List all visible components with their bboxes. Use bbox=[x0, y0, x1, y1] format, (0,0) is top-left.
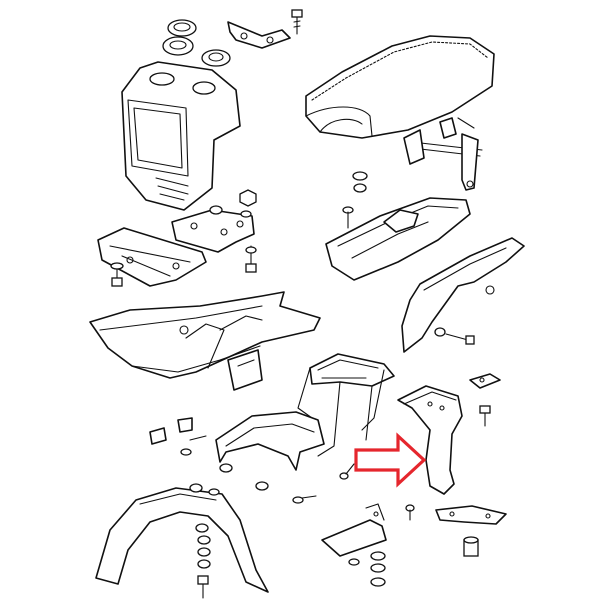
grommet-top-1 bbox=[167, 19, 197, 37]
top-bracket bbox=[227, 21, 291, 49]
nut-stack-tray bbox=[342, 171, 368, 229]
bolt-right bbox=[479, 405, 491, 427]
clamp-bracket bbox=[435, 505, 507, 525]
headlight-fairing bbox=[121, 61, 241, 211]
bolt-side-panel bbox=[434, 327, 475, 345]
bolt-center bbox=[292, 495, 317, 504]
fastener-bracket bbox=[321, 503, 387, 557]
rear-mudguard-extension bbox=[397, 385, 463, 495]
spacer-sleeve bbox=[463, 536, 479, 557]
bolt-left bbox=[110, 262, 124, 287]
rear-frame bbox=[89, 291, 321, 379]
bolt-front bbox=[197, 575, 209, 599]
callout-arrow bbox=[354, 432, 427, 488]
bolt-left-2 bbox=[180, 435, 207, 456]
tool-tray bbox=[325, 197, 471, 281]
seat-latch-bracket bbox=[403, 117, 483, 191]
nut-1 bbox=[239, 189, 257, 207]
side-panel bbox=[401, 237, 525, 353]
bolt-center-left bbox=[245, 245, 257, 273]
grommet-top-2 bbox=[162, 36, 194, 56]
clip-right bbox=[469, 373, 501, 389]
bolt-lower-right bbox=[405, 504, 415, 521]
washer-1 bbox=[209, 205, 252, 218]
seat bbox=[305, 35, 495, 139]
fairing-support-plate bbox=[97, 227, 207, 287]
bolt-screw bbox=[339, 463, 355, 480]
nut-stack-lower bbox=[348, 551, 386, 587]
washer-left bbox=[219, 463, 269, 491]
bolt-top bbox=[291, 9, 303, 35]
clip-left-1 bbox=[149, 427, 167, 445]
rear-mudguard bbox=[215, 411, 325, 471]
washer-stack-front bbox=[189, 483, 220, 569]
grommet-top-3 bbox=[201, 49, 231, 67]
front-mudguard bbox=[95, 487, 269, 593]
luggage-rack bbox=[297, 353, 395, 457]
clip-left-2 bbox=[177, 417, 193, 433]
number-plate bbox=[227, 349, 263, 391]
